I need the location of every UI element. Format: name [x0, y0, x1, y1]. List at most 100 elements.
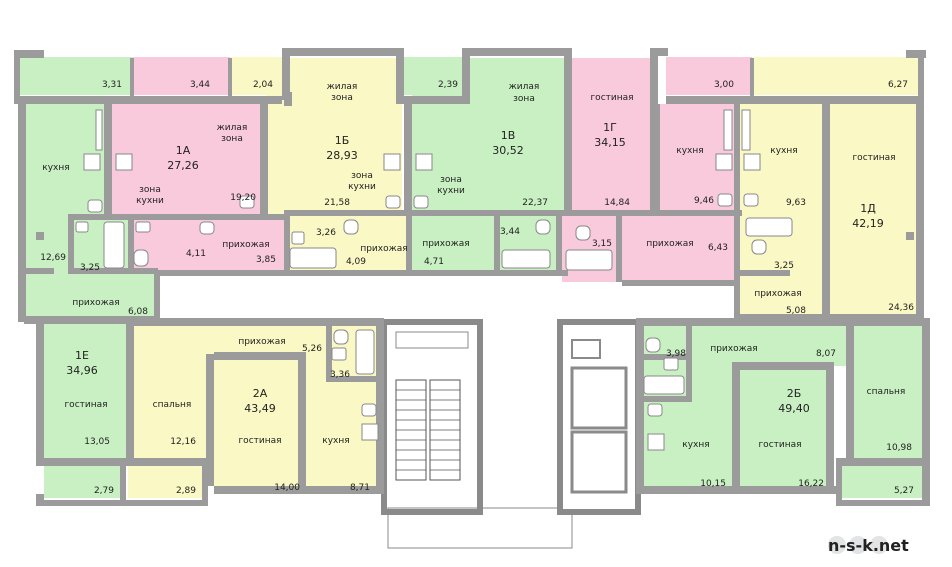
room-name: гостиная	[852, 153, 895, 163]
cabinet-1d	[741, 109, 751, 151]
room-name: зона	[139, 185, 161, 195]
area-balcony-1v: 2,39	[438, 80, 458, 90]
room-2a-bedroom	[134, 360, 206, 458]
fixtures	[36, 109, 914, 451]
room-name: прихожая	[72, 298, 119, 308]
stove-1d	[743, 153, 761, 171]
area-1g-bath: 3,15	[592, 239, 612, 249]
stove-1b	[383, 153, 401, 171]
toilet-1a-2	[199, 221, 215, 235]
watermark-logo-icon	[828, 536, 846, 554]
apt-2b-area: 49,40	[778, 402, 810, 415]
stove-1e	[83, 153, 101, 171]
area-1g-living: 14,84	[604, 198, 630, 208]
room-name: спальня	[867, 387, 906, 397]
stove-1g	[715, 153, 733, 171]
apt-1v-id: 1В	[501, 129, 516, 142]
area-2b-kitchen: 10,15	[700, 479, 726, 489]
room-1d-hall	[740, 278, 828, 320]
room-name: гостиная	[64, 400, 107, 410]
room-name: прихожая	[238, 337, 285, 347]
room-name: кухни	[136, 196, 164, 206]
sink-1d-k	[743, 193, 759, 207]
balcony-1g	[666, 57, 752, 95]
room-fills	[18, 57, 922, 498]
area-1a-wc: 3,85	[256, 255, 276, 265]
apt-1a-id: 1А	[176, 144, 191, 157]
room-name: кухня	[676, 146, 703, 156]
area-1e-kitchen: 12,69	[40, 253, 66, 263]
bathtub-2a	[355, 329, 375, 375]
apt-1g-area: 34,15	[594, 136, 626, 149]
sink-1a	[75, 221, 89, 233]
watermark-logo-icon	[870, 536, 888, 554]
area-1b-zone: 21,58	[324, 198, 350, 208]
area-1a-hall: 4,11	[186, 249, 206, 259]
cabinet-1g	[723, 109, 733, 151]
stove-2a	[361, 423, 379, 441]
room-1g-hall	[562, 214, 738, 282]
toilet-2a	[333, 329, 349, 345]
room-name: кухни	[348, 182, 376, 192]
room-1v-zone	[412, 58, 570, 214]
room-1e-hall	[24, 268, 158, 318]
area-balcony-2a: 2,89	[176, 486, 196, 496]
toilet-1g	[575, 225, 591, 241]
area-balcony-1e: 2,79	[94, 486, 114, 496]
apt-1a-area: 27,26	[167, 159, 199, 172]
area-balcony-1e-top: 3,31	[102, 80, 122, 90]
room-1a-zone	[112, 104, 264, 216]
room-name: жилая	[509, 82, 540, 92]
bathtub-1d	[745, 217, 793, 237]
area-2a-bedroom: 12,16	[170, 437, 196, 447]
area-1g-hall: 6,43	[708, 243, 728, 253]
bathtub-2b	[643, 375, 685, 395]
room-name: кухня	[322, 436, 349, 446]
balcony-1d	[752, 57, 918, 95]
area-1a-bath: 3,25	[80, 263, 100, 273]
room-1d-living	[826, 104, 918, 320]
stairwell	[381, 319, 573, 549]
room-name: зона	[513, 94, 535, 104]
area-2b-hall: 8,07	[816, 349, 836, 359]
area-1b-bath: 3,26	[316, 228, 336, 238]
area-2b-bath: 3,98	[666, 349, 686, 359]
area-1v-bath: 3,44	[500, 227, 520, 237]
room-name: прихожая	[646, 239, 693, 249]
area-2a-kitchen: 8,71	[350, 483, 370, 493]
apt-1v-area: 30,52	[492, 144, 524, 157]
area-balcony-1d: 6,27	[888, 80, 908, 90]
area-balcony-1b: 2,04	[253, 80, 273, 90]
sink-2b	[663, 357, 679, 371]
area-2a-bath: 3,36	[330, 370, 350, 380]
room-name: прихожая	[422, 239, 469, 249]
area-balcony-2b: 5,27	[894, 486, 914, 496]
room-name: прихожая	[710, 344, 757, 354]
room-names: кухня жилая зона зона кухни прихожая жил…	[42, 82, 905, 450]
area-1g-kitchen: 9,46	[694, 196, 714, 206]
balcony-1e-top	[18, 57, 134, 95]
area-2a-living: 14,00	[274, 483, 300, 493]
toilet-1b	[343, 219, 359, 235]
balcony-1e	[44, 466, 124, 498]
room-name: кухни	[437, 186, 465, 196]
room-name: кухня	[682, 440, 709, 450]
room-name: зона	[440, 175, 462, 185]
stove-2b	[647, 433, 665, 451]
room-name: кухня	[770, 146, 797, 156]
sink-1g-k	[717, 193, 733, 207]
sink-1a-2	[135, 221, 151, 233]
bathtub-1b	[289, 247, 337, 269]
area-1d-hall: 5,08	[786, 306, 806, 316]
room-name: спальня	[153, 400, 192, 410]
sink-2a	[331, 347, 347, 361]
area-1v-hall: 4,71	[424, 257, 444, 267]
room-name: зона	[331, 93, 353, 103]
area-1d-living: 24,36	[888, 303, 914, 313]
room-name: кухня	[42, 163, 69, 173]
area-balcony-1a: 3,44	[190, 80, 210, 90]
bathtub-1a	[103, 221, 125, 269]
balcony-2a	[128, 466, 208, 498]
apt-1g-id: 1Г	[603, 121, 617, 134]
